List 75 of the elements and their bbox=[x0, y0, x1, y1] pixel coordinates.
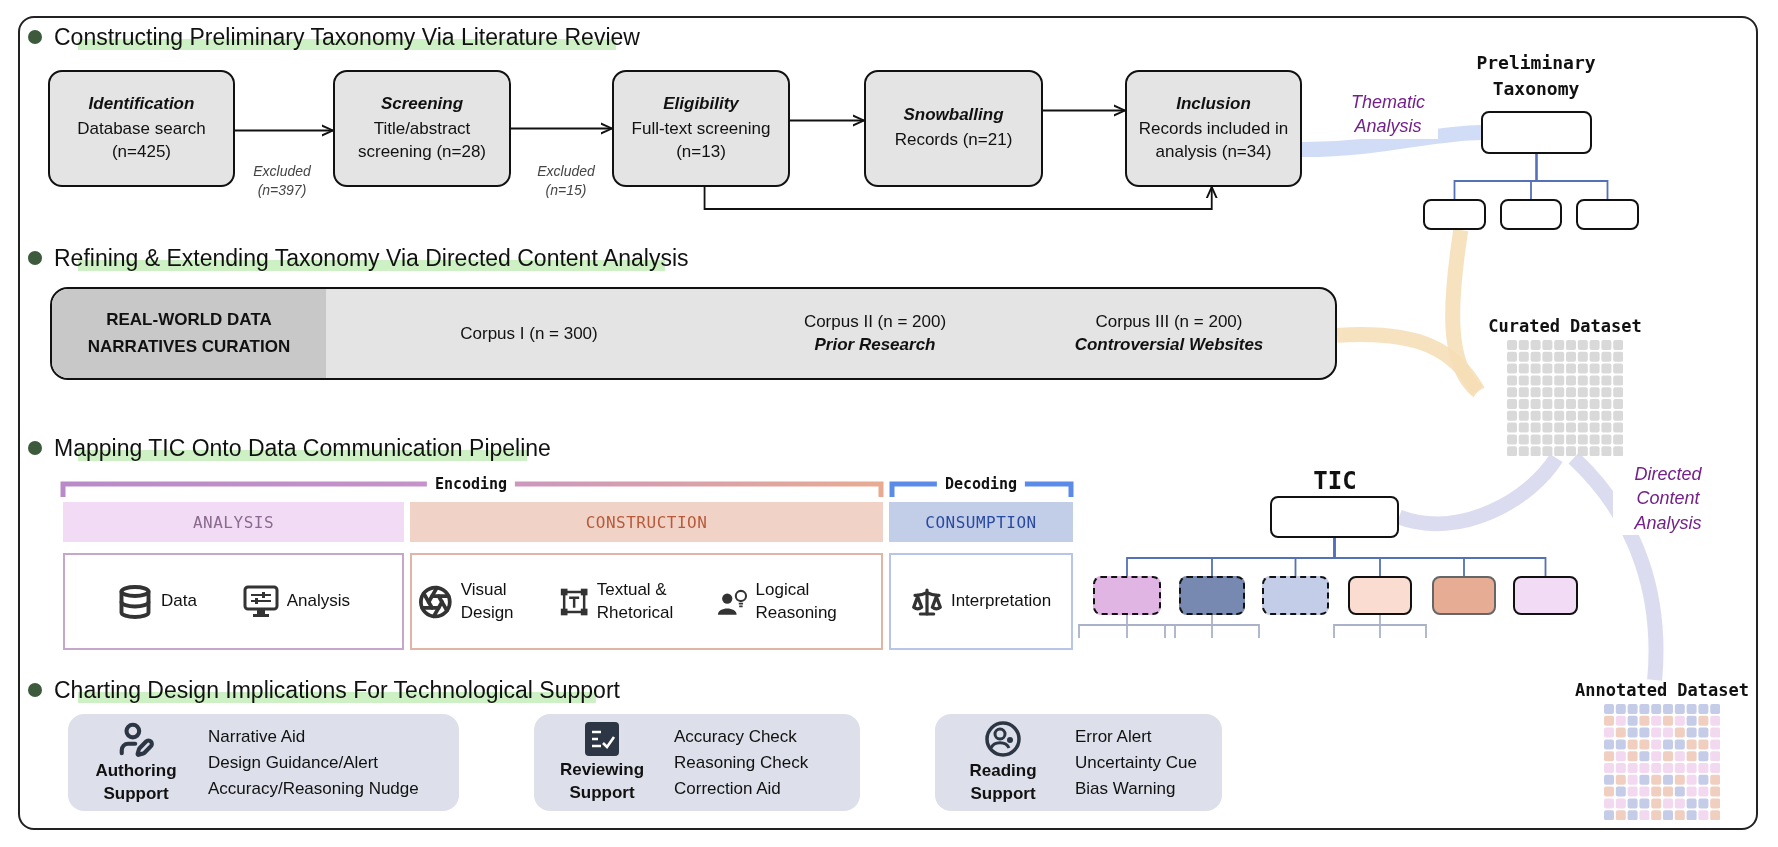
step-text: Title/abstract screening (n=28) bbox=[356, 118, 488, 163]
bracket-label: Decoding bbox=[936, 475, 1026, 493]
support-item: Accuracy/Reasoning Nudge bbox=[208, 778, 419, 799]
arrow bbox=[703, 186, 1218, 210]
step-title: Identification bbox=[88, 94, 195, 115]
process-box bbox=[333, 70, 511, 187]
tree-box bbox=[1432, 576, 1496, 615]
process-box bbox=[612, 70, 790, 187]
step-title: Inclusion bbox=[1176, 94, 1251, 115]
corpus-source: Prior Research bbox=[814, 335, 936, 355]
dataset-title: Annotated Dataset bbox=[1575, 680, 1749, 700]
tree-box bbox=[1500, 199, 1562, 230]
card-title: Reading Support bbox=[968, 760, 1038, 805]
corpus-count: Corpus III (n = 200) bbox=[1095, 312, 1243, 332]
arrow bbox=[789, 114, 865, 127]
support-card bbox=[68, 714, 459, 811]
support-item: Bias Warning bbox=[1075, 778, 1177, 799]
tree-box bbox=[1513, 576, 1578, 615]
arrow bbox=[234, 124, 334, 137]
step-title: Snowballing bbox=[903, 105, 1004, 126]
component-label: Data bbox=[160, 590, 197, 613]
flow-band bbox=[1301, 125, 1482, 158]
support-item: Error Alert bbox=[1075, 726, 1153, 747]
curation-heading: REAL-WORLD DATA NARRATIVES CURATION bbox=[86, 309, 292, 358]
stage-panel bbox=[889, 553, 1073, 650]
stage-band: CONSTRUCTION bbox=[410, 502, 883, 542]
tree-box bbox=[1270, 496, 1399, 538]
corpus-source: Controversial Websites bbox=[1074, 335, 1264, 355]
component-label: Analysis bbox=[286, 590, 351, 613]
tree-box bbox=[1576, 199, 1639, 230]
support-item: Correction Aid bbox=[674, 778, 782, 799]
card-title: Reviewing Support bbox=[558, 759, 646, 804]
tree-box bbox=[1262, 576, 1329, 615]
step-text: Database search (n=425) bbox=[76, 118, 207, 163]
process-box bbox=[1125, 70, 1302, 187]
step-title: Eligibility bbox=[663, 94, 739, 115]
support-card bbox=[534, 714, 860, 811]
component-label: Visual Design bbox=[460, 578, 515, 624]
step-text: Full-text screening (n=13) bbox=[630, 118, 772, 163]
support-item: Design Guidance/Alert bbox=[208, 752, 380, 773]
tree-box bbox=[1423, 199, 1486, 230]
tree-box bbox=[1179, 576, 1245, 615]
component-label: Textual & Rhetorical bbox=[596, 578, 675, 624]
support-item: Uncertainty Cue bbox=[1075, 752, 1197, 773]
support-card bbox=[935, 714, 1222, 811]
step-title: Screening bbox=[380, 94, 464, 115]
tree-box bbox=[1348, 576, 1412, 615]
step-text: Records (n=21) bbox=[894, 129, 1013, 152]
tree-line bbox=[1535, 153, 1609, 200]
arrow bbox=[510, 122, 613, 135]
card-title: Authoring Support bbox=[94, 760, 178, 805]
support-item: Accuracy Check bbox=[674, 726, 798, 747]
stage-panel bbox=[410, 553, 883, 650]
support-item: Reasoning Check bbox=[674, 752, 809, 773]
stage-panel bbox=[63, 553, 404, 650]
stage-band: CONSUMPTION bbox=[889, 502, 1073, 542]
tree-box bbox=[1481, 111, 1592, 154]
corpus-count: Corpus I (n = 300) bbox=[460, 323, 598, 344]
corpus-count: Corpus II (n = 200) bbox=[803, 312, 947, 332]
component-label: Interpretation bbox=[950, 590, 1052, 613]
flow-band bbox=[1336, 327, 1485, 396]
stage-band: ANALYSIS bbox=[63, 502, 404, 542]
flow-band bbox=[1568, 452, 1664, 681]
component-label: Logical Reasoning bbox=[755, 578, 838, 624]
curation-box bbox=[50, 287, 1337, 380]
dataset-title: Curated Dataset bbox=[1488, 316, 1642, 336]
taxonomy-title: Preliminary Taxonomy bbox=[1475, 51, 1597, 102]
process-box bbox=[864, 70, 1043, 187]
taxonomy-title: TIC bbox=[1312, 466, 1358, 497]
support-item: Narrative Aid bbox=[208, 726, 307, 747]
bracket-label: Encoding bbox=[426, 475, 516, 493]
process-box bbox=[48, 70, 235, 187]
arrow bbox=[1042, 104, 1126, 117]
step-text: Records included in analysis (n=34) bbox=[1137, 118, 1290, 163]
tree-box bbox=[1093, 576, 1161, 615]
